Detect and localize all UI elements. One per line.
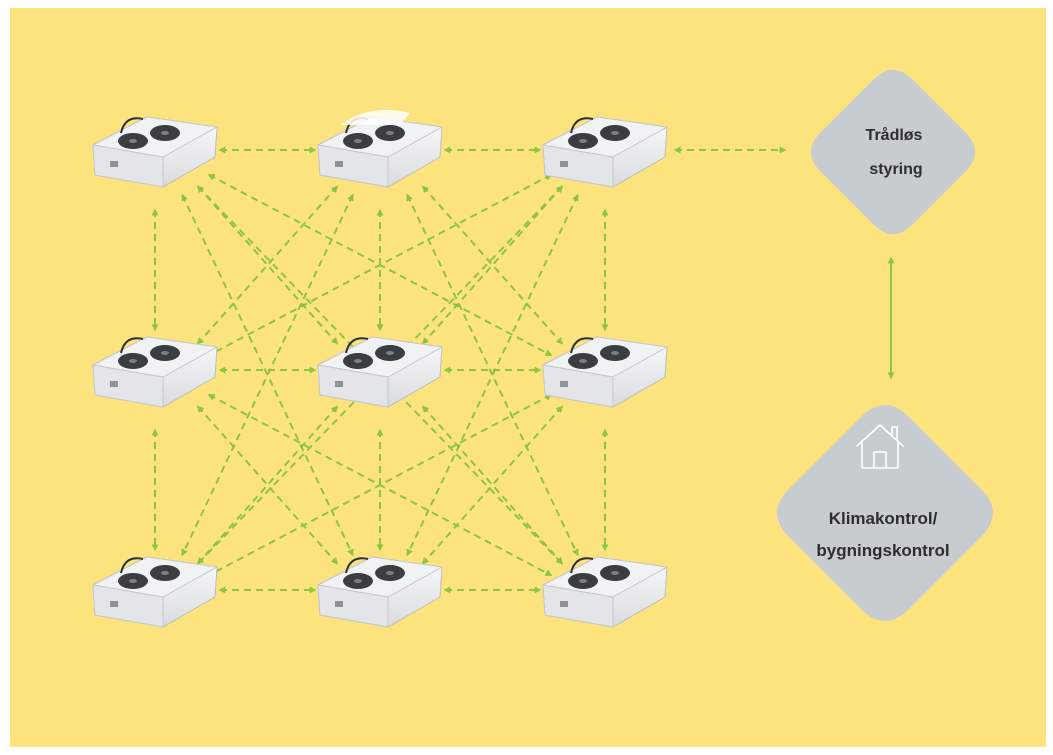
wireless-control-node: Trådløs styring <box>810 69 976 235</box>
fan-coil-unit-icon <box>316 336 444 408</box>
fan-coil-unit-icon <box>316 109 444 188</box>
climate-label-line1: Klimakontrol/ <box>829 509 938 528</box>
climate-control-node: Klimakontrol/ bygningskontrol <box>777 405 993 621</box>
diagonal-link <box>421 405 564 565</box>
diagonal-link <box>196 405 339 565</box>
wireless-label-line1: Trådløs <box>866 126 923 144</box>
diagonal-link <box>421 405 564 565</box>
climate-label-line2: bygningskontrol <box>816 541 949 560</box>
fan-coil-unit-icon <box>541 556 669 628</box>
climate-diamond-shape <box>777 405 993 621</box>
diagonal-link <box>196 405 339 565</box>
fan-coil-unit-icon <box>541 336 669 408</box>
fan-coil-unit-icon <box>91 336 219 408</box>
wireless-label-line2: styring <box>869 161 922 178</box>
wireless-diamond-shape <box>810 69 976 235</box>
fan-units <box>91 109 669 628</box>
house-outline-icon <box>856 424 904 469</box>
fan-coil-unit-icon <box>316 556 444 628</box>
fan-coil-unit-icon <box>91 116 219 188</box>
diagonal-link <box>196 185 564 565</box>
connection-links <box>151 146 895 594</box>
fan-coil-unit-icon <box>91 556 219 628</box>
fan-coil-unit-icon <box>541 116 669 188</box>
